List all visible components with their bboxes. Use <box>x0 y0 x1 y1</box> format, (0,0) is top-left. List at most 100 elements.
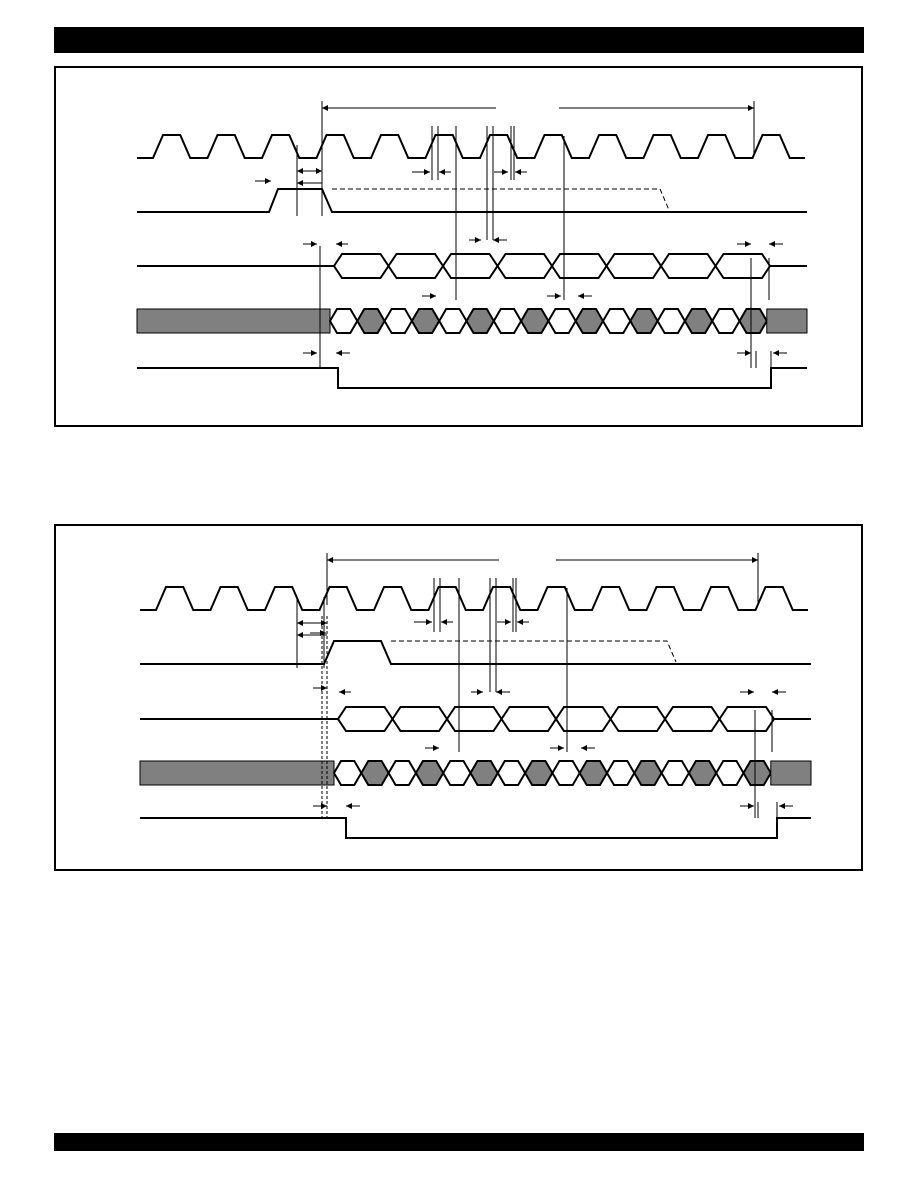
timing-arrow-left-0-head <box>439 169 445 175</box>
timing-arrow-right-0-head <box>424 169 430 175</box>
pulse-setup-arrow-head <box>265 178 271 184</box>
shaded-bus-slot <box>469 760 499 786</box>
timing-arrow-right-1-head <box>502 169 508 175</box>
shaded-bus-slot <box>629 308 659 334</box>
timing-diagram-panel-1 <box>54 66 863 427</box>
timing-arrow-left-5-head <box>336 350 342 356</box>
data-bus-slot <box>332 253 390 279</box>
shaded-bus-slot <box>633 760 663 786</box>
shaded-bus-slot <box>465 308 495 334</box>
timing-arrow-right-2-head <box>311 241 317 247</box>
shaded-bus-slot <box>738 308 768 334</box>
shaded-bus-invalid-left <box>136 308 331 334</box>
data-bus-slot <box>663 706 721 732</box>
shaded-bus-slot <box>492 308 523 334</box>
timing-arrow-left-4-head <box>581 745 587 751</box>
shaded-bus-slot <box>383 308 414 334</box>
pulse-trace <box>137 188 807 213</box>
shaded-bus-slot <box>519 308 550 334</box>
data-bus-slot <box>445 706 503 732</box>
data-bus-slot <box>605 253 663 279</box>
shaded-bus-slot <box>605 760 636 786</box>
timing-arrow-left-7-head <box>772 689 778 695</box>
timing-arrow-right-2-head <box>321 685 327 691</box>
data-bus-slot <box>714 253 772 279</box>
pulse-dashed-extension <box>332 188 670 211</box>
timing-arrow-right-6-head <box>321 803 327 809</box>
data-bus-slot <box>496 253 554 279</box>
pulse-dim-lower-head <box>297 180 303 186</box>
enable-trace <box>140 817 811 839</box>
timing-arrow-left-3-head <box>496 689 502 695</box>
shaded-bus-slot <box>332 760 363 786</box>
timing-arrow-right-4-head <box>433 745 439 751</box>
timing-arrow-right-8-head <box>745 241 751 247</box>
data-bus-slot <box>336 706 394 732</box>
shaded-bus-slot <box>547 308 577 334</box>
shaded-bus-slot <box>742 760 772 786</box>
data-bus-slot <box>609 706 667 732</box>
shaded-bus-slot <box>442 760 472 786</box>
timing-arrow-left-2-head <box>336 241 342 247</box>
period-arrow-right <box>748 105 754 111</box>
pulse-dashed-extension <box>391 640 677 663</box>
shaded-bus-slot <box>523 760 554 786</box>
shaded-bus-slot <box>601 308 632 334</box>
pulse-dim-lower-head <box>297 632 303 638</box>
shaded-bus-slot <box>356 308 386 334</box>
shaded-bus-slot <box>711 308 741 334</box>
timing-arrow-right-5-head <box>555 293 561 299</box>
data-bus-slot <box>391 706 449 732</box>
timing-arrow-right-6-head <box>311 350 317 356</box>
data-bus-slot <box>550 253 608 279</box>
period-arrow-left <box>322 105 328 111</box>
timing-arrow-left-4-head <box>578 293 584 299</box>
timing-arrow-right-7-head <box>745 350 751 356</box>
timing-arrow-left-3-head <box>493 237 499 243</box>
data-bus-slot <box>387 253 445 279</box>
shaded-bus-slot <box>410 308 441 334</box>
timing-arrow-left-5-head <box>346 803 352 809</box>
data-bus-slot <box>554 706 612 732</box>
shaded-bus-invalid-right <box>766 308 808 334</box>
timing-arrow-right-3-head <box>477 689 483 695</box>
shaded-bus-slot <box>715 760 745 786</box>
pulse-trace <box>140 640 811 665</box>
timing-arrow-right-0-head <box>426 619 432 625</box>
shaded-bus-slot <box>683 308 714 334</box>
pulse-dim-upper-head-r <box>316 168 322 174</box>
timing-arrow-left-7-head <box>769 241 775 247</box>
timing-diagram-2 <box>139 553 812 839</box>
timing-arrow-left-2-head <box>339 689 345 695</box>
shaded-bus-slot <box>574 308 605 334</box>
timing-arrow-right-4-head <box>430 293 436 299</box>
timing-arrow-left-1-head <box>517 619 523 625</box>
footer-bar <box>54 1133 864 1151</box>
pulse-dim-upper-head-l <box>297 620 303 626</box>
shaded-bus-slot <box>414 760 445 786</box>
timing-arrow-right-1-head <box>505 619 511 625</box>
timing-arrow-right-8-head <box>748 689 754 695</box>
shaded-bus-slot <box>687 760 718 786</box>
period-arrow-left <box>327 557 333 563</box>
data-bus-slot <box>718 706 776 732</box>
shaded-bus-invalid-left <box>139 760 335 786</box>
timing-arrow-left-6-head <box>773 350 779 356</box>
timing-diagram-panel-2 <box>54 524 863 871</box>
data-bus-slot <box>441 253 499 279</box>
period-arrow-right <box>752 557 758 563</box>
shaded-bus-slot <box>387 760 418 786</box>
shaded-bus-slot <box>656 308 687 334</box>
data-bus-slot <box>659 253 717 279</box>
shaded-bus-slot <box>660 760 691 786</box>
shaded-bus-slot <box>551 760 581 786</box>
clock-trace <box>137 134 805 159</box>
enable-trace <box>137 367 807 389</box>
timing-diagram-1 <box>136 101 808 389</box>
shaded-bus-slot <box>328 308 359 334</box>
shaded-bus-slot <box>360 760 390 786</box>
pulse-dim-upper-head-l <box>297 168 303 174</box>
clock-trace <box>140 586 808 611</box>
timing-arrow-right-5-head <box>558 745 564 751</box>
timing-arrow-left-1-head <box>515 169 521 175</box>
